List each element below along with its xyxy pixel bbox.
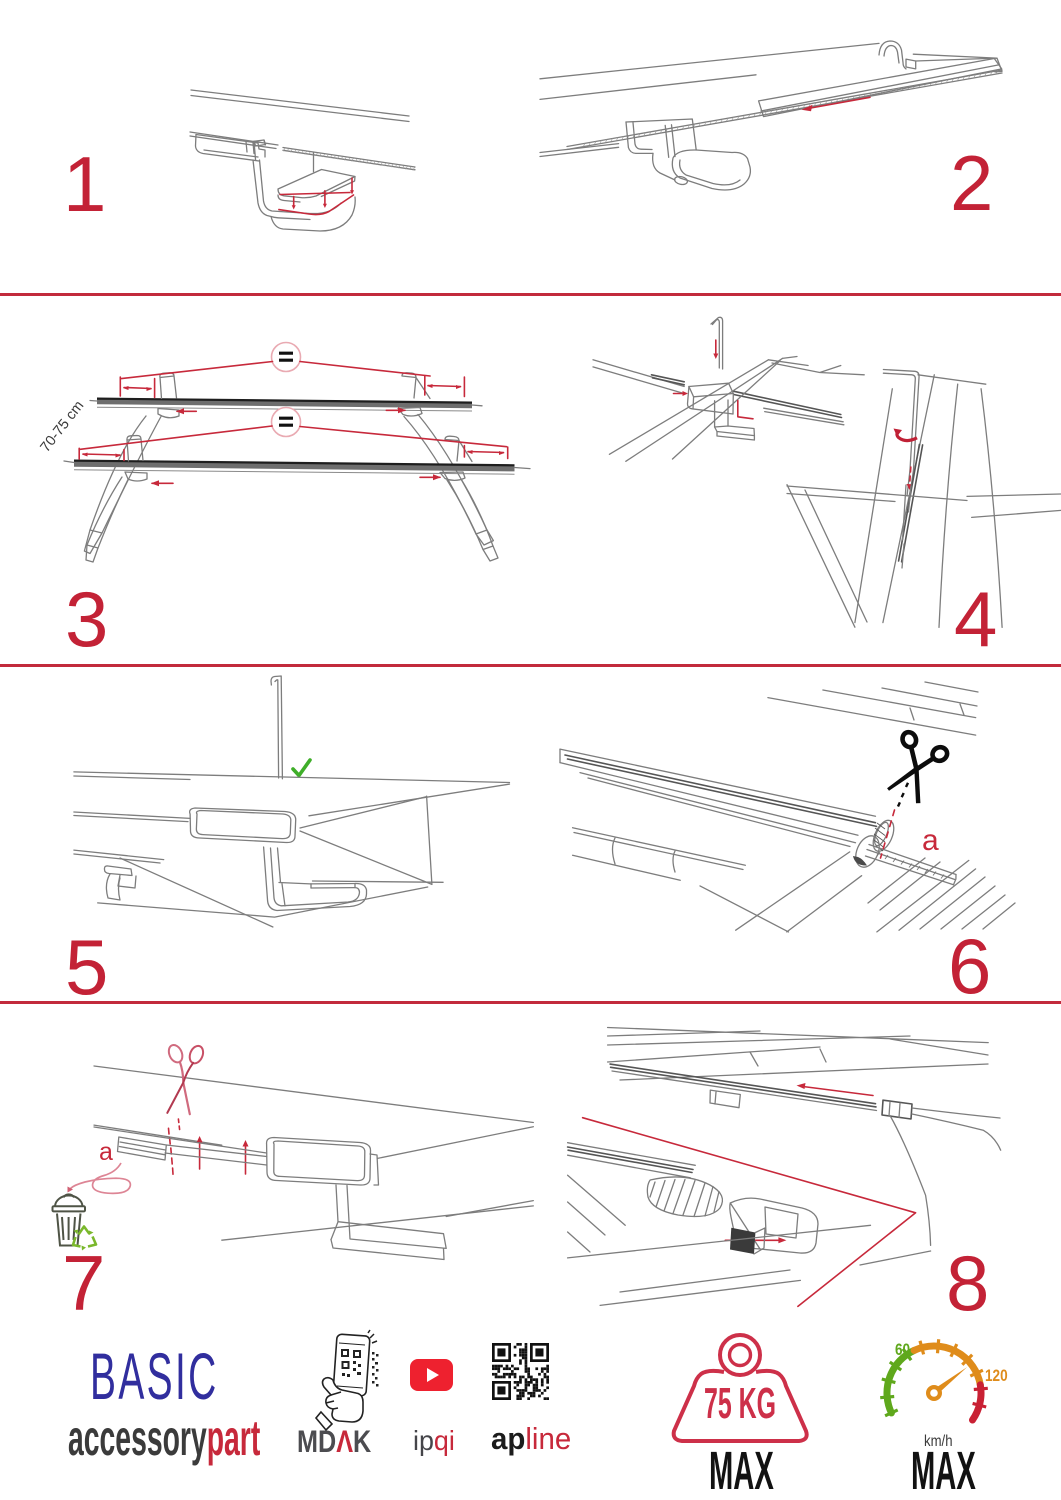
svg-text:60: 60 <box>895 1341 910 1360</box>
svg-text:km/h: km/h <box>924 1433 953 1450</box>
svg-text:70-75 cm: 70-75 cm <box>38 398 88 455</box>
svg-text:a: a <box>922 824 939 857</box>
svg-text:120: 120 <box>985 1367 1008 1386</box>
svg-text:75 KG: 75 KG <box>704 1379 776 1428</box>
svg-text:a: a <box>99 1138 113 1166</box>
